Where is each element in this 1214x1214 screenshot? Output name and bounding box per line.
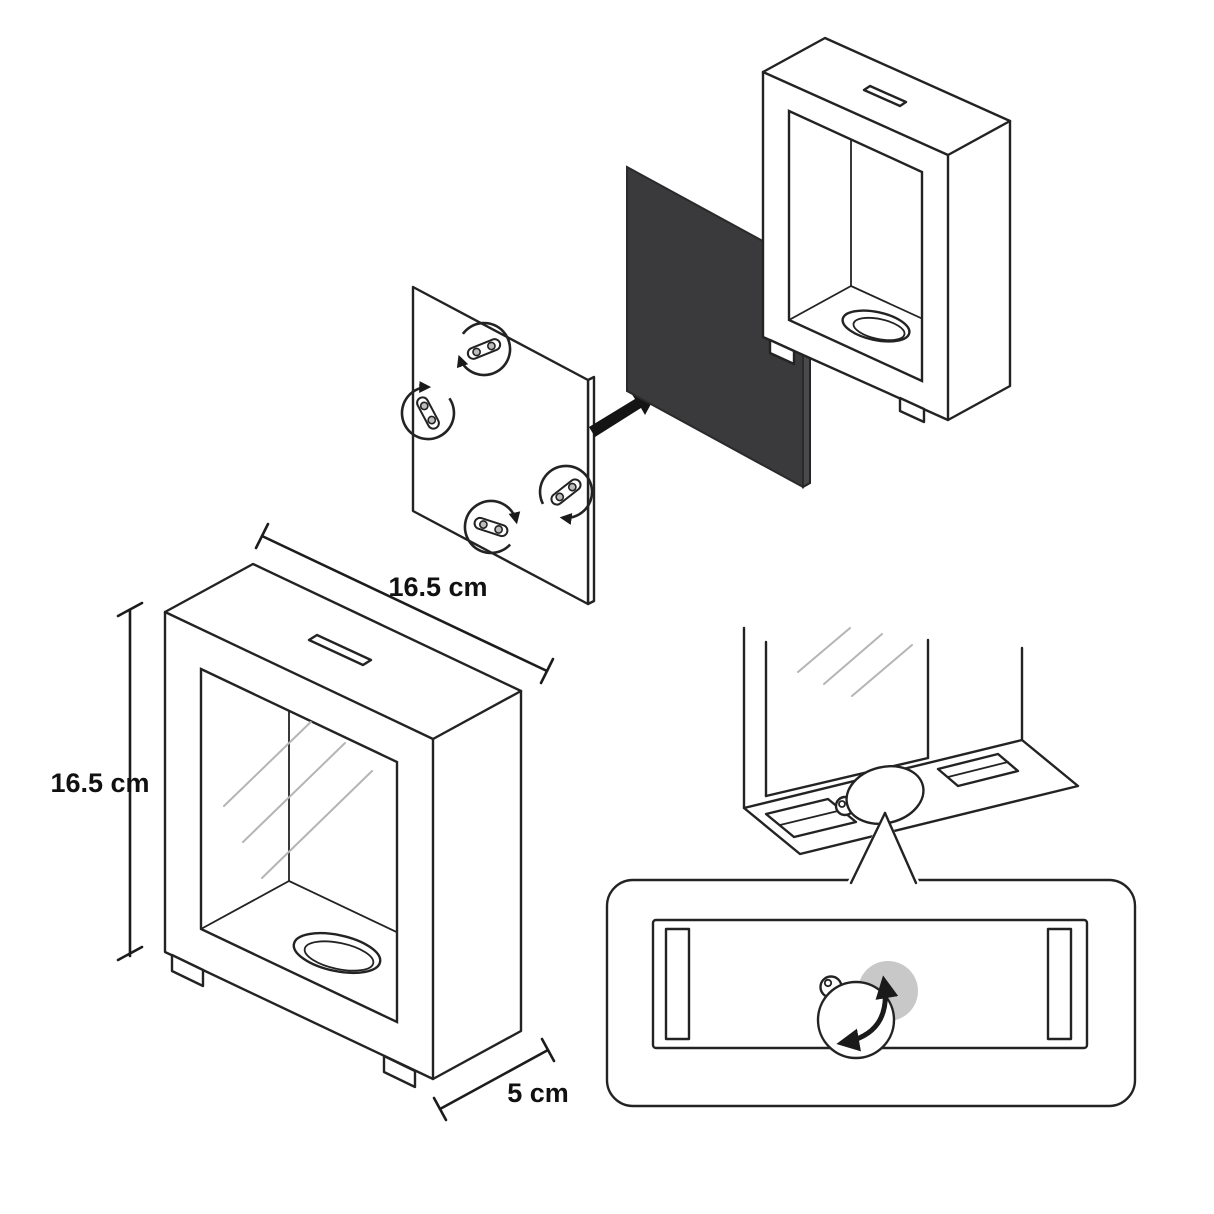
box-silhouette [163,562,523,1081]
rotation-arrow-icon [836,975,899,1052]
glass-pane-hatch [851,644,913,697]
coin-slot [307,633,373,667]
height-dimension-label: 16.5 cm [50,768,149,798]
glass-pane-hatch [242,742,346,843]
glass-pane-hatch [223,714,319,807]
height-dimension: 16.5 cm [50,601,150,962]
coin-release-hole [292,931,382,975]
plug-ear-hole [823,978,833,988]
detail-callout-box [605,811,1137,1108]
width-dimension: 16.5 cm [254,522,555,685]
box-foot [898,396,926,424]
box-bottom-view [742,626,1080,856]
release-plug [834,765,925,825]
coin-release-hole [841,309,911,343]
release-plug-detail [816,975,899,1060]
box-foot [382,1054,417,1089]
foot-slot-right [1046,927,1073,1041]
box-interior [201,669,397,1022]
glass-pane-hatch [261,770,373,879]
glass-pane-hatch [823,633,883,685]
box-interior [789,111,922,381]
money-box-front-view [163,562,523,1089]
coin-slot [862,84,908,108]
depth-dimension: 5 cm [432,1037,569,1122]
callout-wedge [847,812,920,883]
foot-slot-left [664,927,691,1041]
depth-dimension-label: 5 cm [507,1078,569,1108]
plug-ear-hole [838,800,846,808]
attach-arrow-icon [589,391,658,437]
photo-panel-face [626,165,804,489]
width-dimension-label: 16.5 cm [388,572,487,602]
money-box-rear-view [761,36,1012,424]
backing-panel-face [411,285,590,606]
plug-disc [845,765,925,825]
backing-panel [393,285,602,606]
box-foot [768,338,796,366]
box-foot [170,953,205,988]
glass-pane-hatch [797,627,851,673]
